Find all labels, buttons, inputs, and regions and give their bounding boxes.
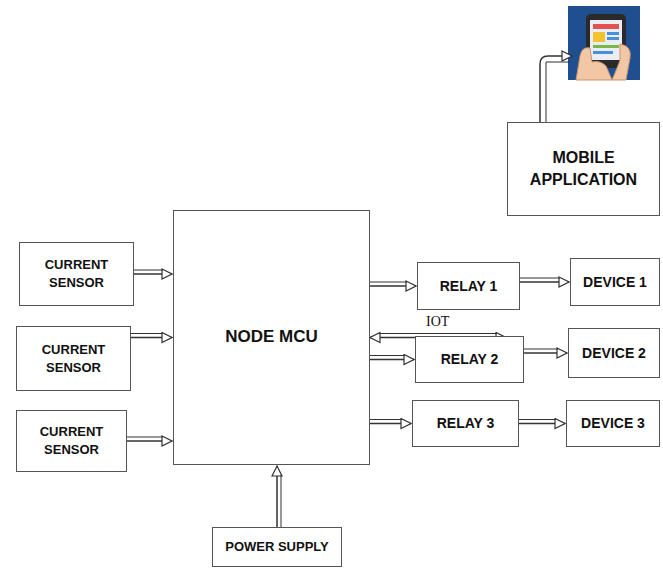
block-box: DEVICE 2 (568, 328, 660, 378)
flow-arrow-inner (370, 355, 405, 356)
flow-arrow-inner (127, 437, 163, 438)
block-label: POWER SUPPLY (225, 538, 329, 556)
flow-arrow-inner (519, 419, 556, 420)
flow-arrow-inner (131, 333, 163, 334)
block-box: CURRENT SENSOR (16, 410, 127, 472)
app-link-arrow-inner (546, 62, 570, 122)
link-label: IOT (424, 314, 451, 330)
block-box: DEVICE 1 (570, 258, 660, 306)
block-label: RELAY 1 (440, 277, 498, 296)
block-label: CURRENT SENSOR (21, 341, 126, 376)
flow-arrow (134, 273, 172, 275)
block-label: DEVICE 2 (582, 344, 646, 363)
flow-arrow (131, 337, 172, 339)
flow-arrow (370, 285, 416, 287)
flow-arrow (276, 466, 278, 527)
block-box: RELAY 2 (415, 336, 524, 383)
block-label: RELAY 2 (441, 350, 499, 369)
block-label: DEVICE 3 (581, 414, 645, 433)
flow-arrow (519, 423, 565, 425)
flow-arrow (127, 440, 172, 442)
flow-arrow (370, 359, 414, 361)
flow-arrow (524, 352, 567, 354)
phone-icon (568, 6, 640, 80)
block-label: CURRENT SENSOR (24, 256, 129, 291)
block-box: CURRENT SENSOR (16, 326, 131, 391)
block-label: DEVICE 1 (583, 273, 647, 292)
block-label: RELAY 3 (437, 414, 495, 433)
block-box: RELAY 3 (412, 400, 519, 447)
flow-arrow-inner (134, 270, 163, 271)
flow-arrow (370, 423, 411, 425)
flow-arrow (520, 281, 569, 283)
block-box: MOBILE APPLICATION (507, 122, 660, 216)
block-box: NODE MCU (173, 210, 370, 465)
block-label: MOBILE APPLICATION (512, 147, 655, 190)
app-link-arrow (540, 56, 572, 122)
block-box: DEVICE 3 (566, 400, 660, 447)
flow-arrow-inner (524, 349, 558, 350)
block-box: RELAY 1 (417, 262, 520, 310)
flow-arrow-inner (379, 333, 497, 334)
flow-arrow-inner (370, 419, 402, 420)
flow-arrow-inner (281, 475, 282, 527)
block-box: POWER SUPPLY (212, 527, 342, 567)
block-label: NODE MCU (225, 326, 318, 349)
flow-arrow-inner (520, 278, 560, 279)
block-box: CURRENT SENSOR (19, 242, 134, 306)
block-label: CURRENT SENSOR (21, 423, 122, 458)
flow-arrow-inner (370, 282, 407, 283)
